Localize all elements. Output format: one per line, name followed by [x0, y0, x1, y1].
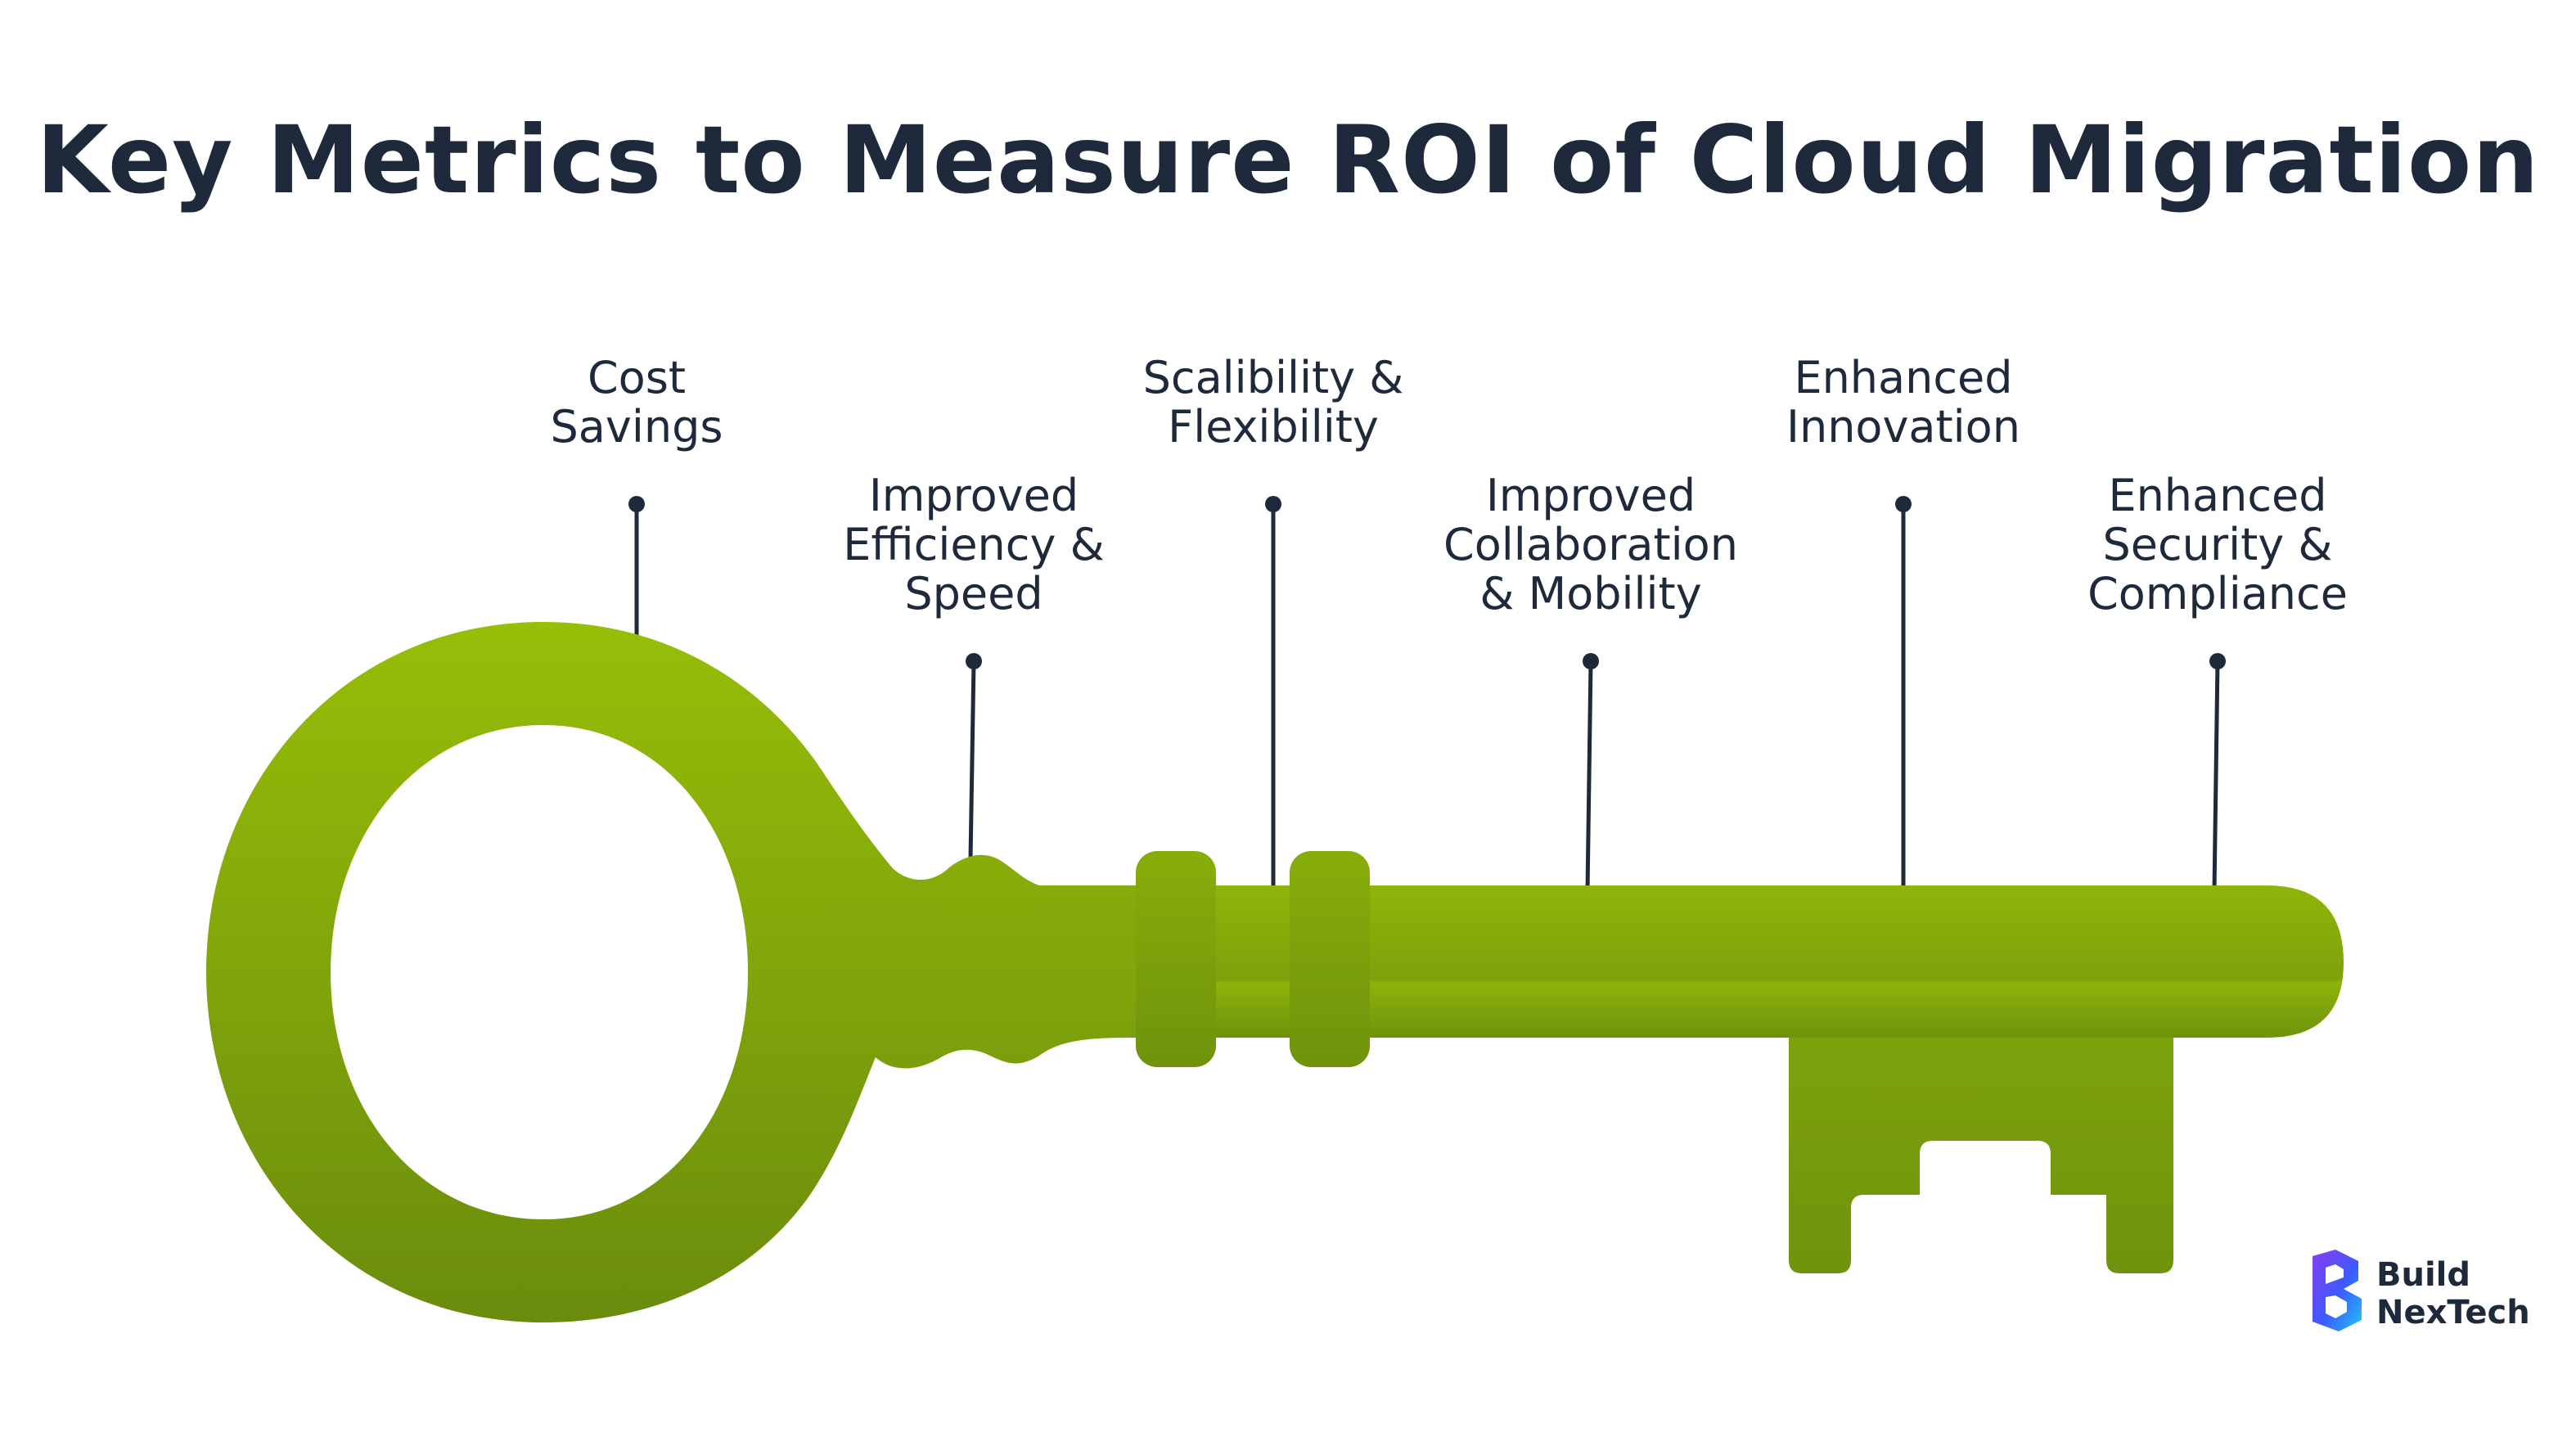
metric-label-security: Enhanced Security & Compliance — [2087, 470, 2348, 619]
key-collar-left — [1136, 851, 1216, 1067]
connector-dot-innovation — [1895, 496, 1912, 512]
connector-dot-security — [2209, 653, 2226, 669]
metric-label-efficiency: Improved Efficiency & Speed — [843, 470, 1105, 619]
connector-dot-cost-savings — [628, 496, 645, 512]
connector-dot-efficiency — [966, 653, 982, 669]
metric-label-cost-savings: Cost Savings — [550, 352, 723, 453]
connector-dot-collaboration — [1583, 653, 1599, 669]
brand-name-line1: Build — [2376, 1256, 2471, 1294]
connector-lines — [628, 496, 2226, 893]
key-collar-right — [1290, 851, 1370, 1067]
key-bit — [1789, 1015, 2173, 1273]
metric-label-scalability: Scalibility & Flexibility — [1142, 352, 1404, 453]
brand-logo: Build NexTech — [2308, 1248, 2553, 1338]
connector-dot-scalability — [1265, 496, 1281, 512]
brand-name-line2: NexTech — [2376, 1294, 2530, 1331]
metric-label-innovation: Enhanced Innovation — [1786, 352, 2020, 453]
brand-mark-icon — [2313, 1250, 2362, 1331]
connector-line-efficiency — [968, 660, 976, 860]
key-bit-neck — [1789, 1038, 2173, 1077]
page-title: Key Metrics to Measure ROI of Cloud Migr… — [36, 106, 2540, 214]
connector-line-security — [2212, 660, 2220, 893]
connector-line-collaboration — [1585, 660, 1593, 893]
key-bow — [206, 622, 1146, 1322]
metric-label-collaboration: Improved Collaboration & Mobility — [1443, 470, 1738, 619]
